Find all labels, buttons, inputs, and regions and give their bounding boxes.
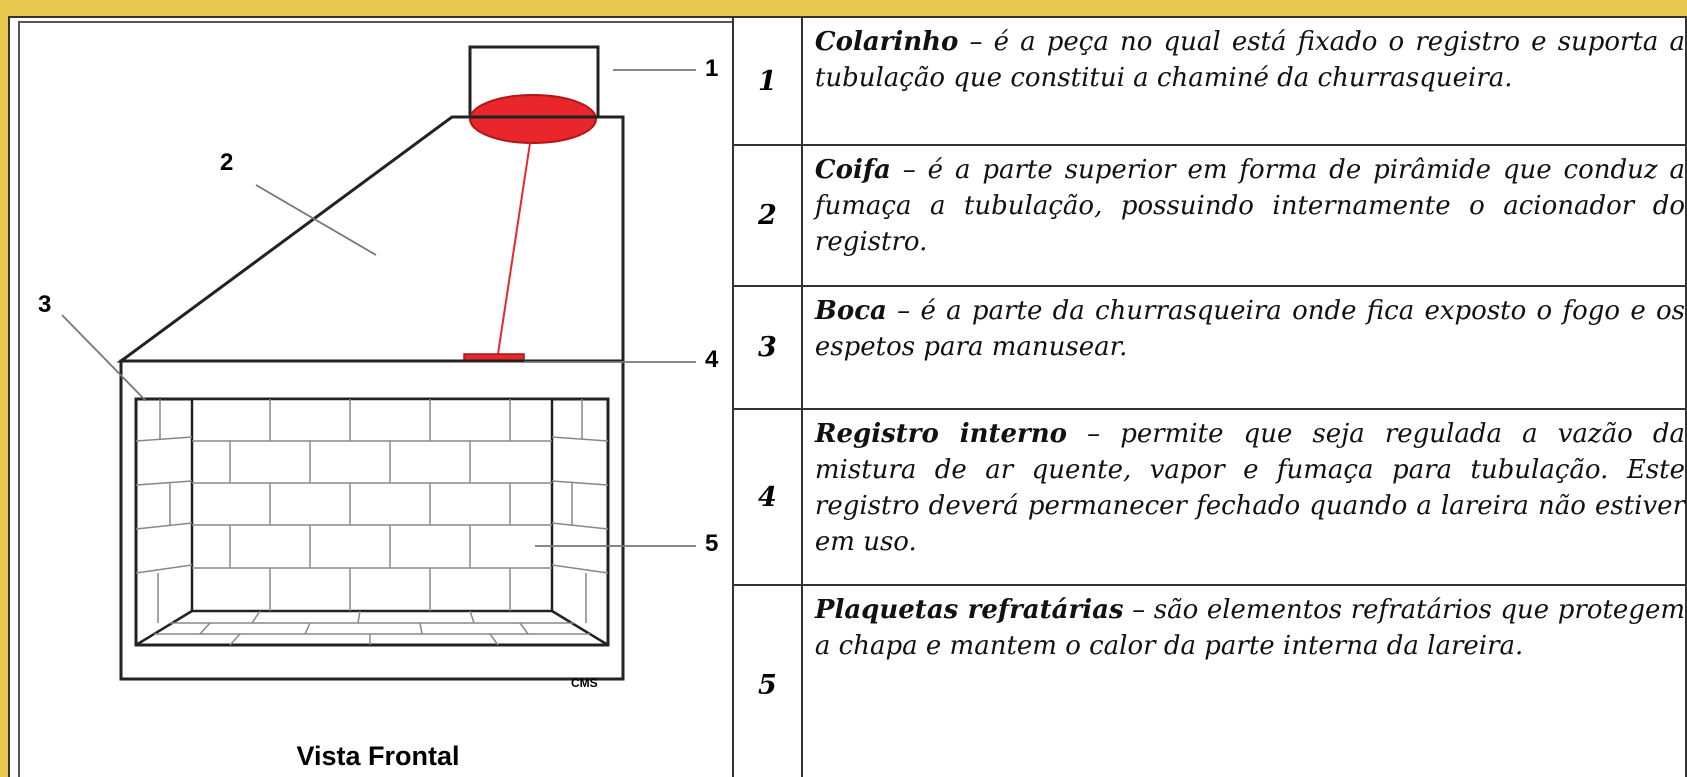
legend-row: 4 Registro interno – permite que seja re… [732, 408, 1687, 586]
view-title: Vista Frontal [296, 741, 460, 771]
legend-row: 1 Colarinho – é a peça no qual está fixa… [732, 18, 1687, 146]
legend-term: Registro interno [814, 419, 1067, 449]
barbecue-diagram: 1 2 3 4 5 CMS Vista Frontal [18, 21, 734, 777]
legend-table: 1 Colarinho – é a peça no qual está fixa… [732, 18, 1687, 777]
legend-text: é a parte da churrasqueira onde fica exp… [814, 296, 1685, 362]
legend-term: Plaquetas refratárias [814, 595, 1124, 625]
callout-5: 5 [705, 530, 719, 557]
leader-2 [255, 184, 377, 256]
legend-term: Colarinho [814, 27, 959, 57]
legend-description: Coifa – é a parte superior em forma de p… [800, 144, 1687, 287]
leader-3 [61, 314, 147, 402]
cms-watermark: CMS [571, 676, 598, 690]
damper-rod [497, 142, 531, 355]
legend-number: 4 [732, 408, 803, 586]
legend-row: 3 Boca – é a parte da churrasqueira onde… [732, 285, 1687, 410]
legend-row: 5 Plaquetas refratárias – são elementos … [732, 584, 1687, 777]
barbecue-drawing [61, 45, 696, 681]
legend-row: 2 Coifa – é a parte superior em forma de… [732, 144, 1687, 287]
legend-description: Boca – é a parte da churrasqueira onde f… [800, 285, 1687, 410]
legend-number: 2 [732, 144, 803, 287]
brick-pattern [135, 399, 609, 646]
legend-description: Plaquetas refratárias – são elementos re… [800, 584, 1687, 777]
legend-text: são elementos refratários que protegem a… [814, 595, 1685, 661]
callout-3: 3 [38, 291, 52, 318]
legend-description: Colarinho – é a peça no qual está fixado… [800, 18, 1687, 146]
legend-term: Coifa [814, 155, 891, 185]
legend-number: 5 [732, 584, 803, 777]
legend-text: é a peça no qual está fixado o registro … [814, 27, 1685, 93]
damper-ellipse [469, 94, 597, 144]
legend-text: é a parte superior em forma de pirâmide … [814, 155, 1686, 257]
callout-4: 4 [705, 346, 719, 373]
figure-frame: 1 2 3 4 5 CMS Vista Frontal 1 Colarinho … [8, 16, 1687, 777]
callout-1: 1 [705, 55, 719, 82]
legend-number: 3 [732, 285, 803, 410]
legend-number: 1 [732, 18, 803, 146]
hood-shape [116, 115, 625, 363]
legend-text: permite que seja regulada a vazão da mis… [814, 419, 1685, 557]
callout-2: 2 [220, 149, 234, 176]
firebox-back-wall [190, 397, 554, 613]
legend-description: Registro interno – permite que seja regu… [800, 408, 1687, 586]
legend-term: Boca [814, 296, 887, 326]
